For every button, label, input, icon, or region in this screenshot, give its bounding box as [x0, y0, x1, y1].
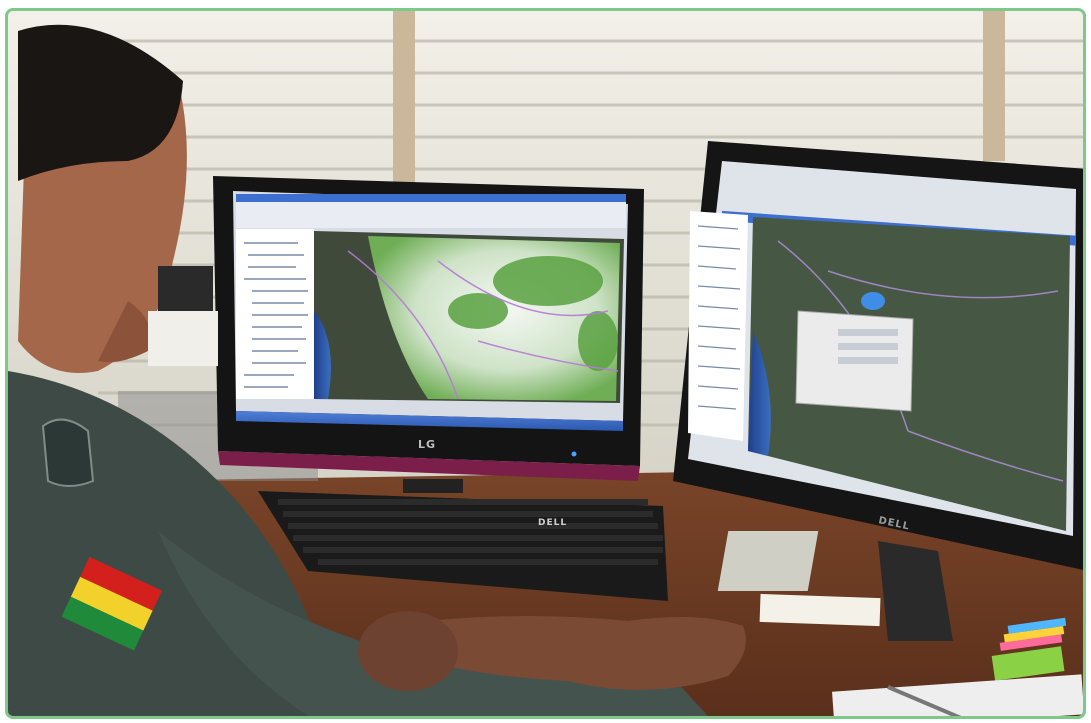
person	[8, 24, 746, 716]
shoulder-patch	[41, 418, 95, 487]
lg-logo: LG	[418, 438, 436, 451]
left-monitor: LG	[213, 176, 644, 493]
sticky-notes	[991, 617, 1067, 681]
desk-items	[759, 593, 1083, 716]
dell-keyboard-logo: DELL	[538, 518, 567, 528]
photo-frame: LG	[5, 8, 1086, 719]
right-monitor: DELL	[673, 141, 1083, 641]
flag-patch	[61, 556, 162, 651]
keyboard: DELL	[258, 491, 668, 601]
background-papers	[148, 266, 218, 366]
office-scene: LG	[8, 11, 1083, 716]
